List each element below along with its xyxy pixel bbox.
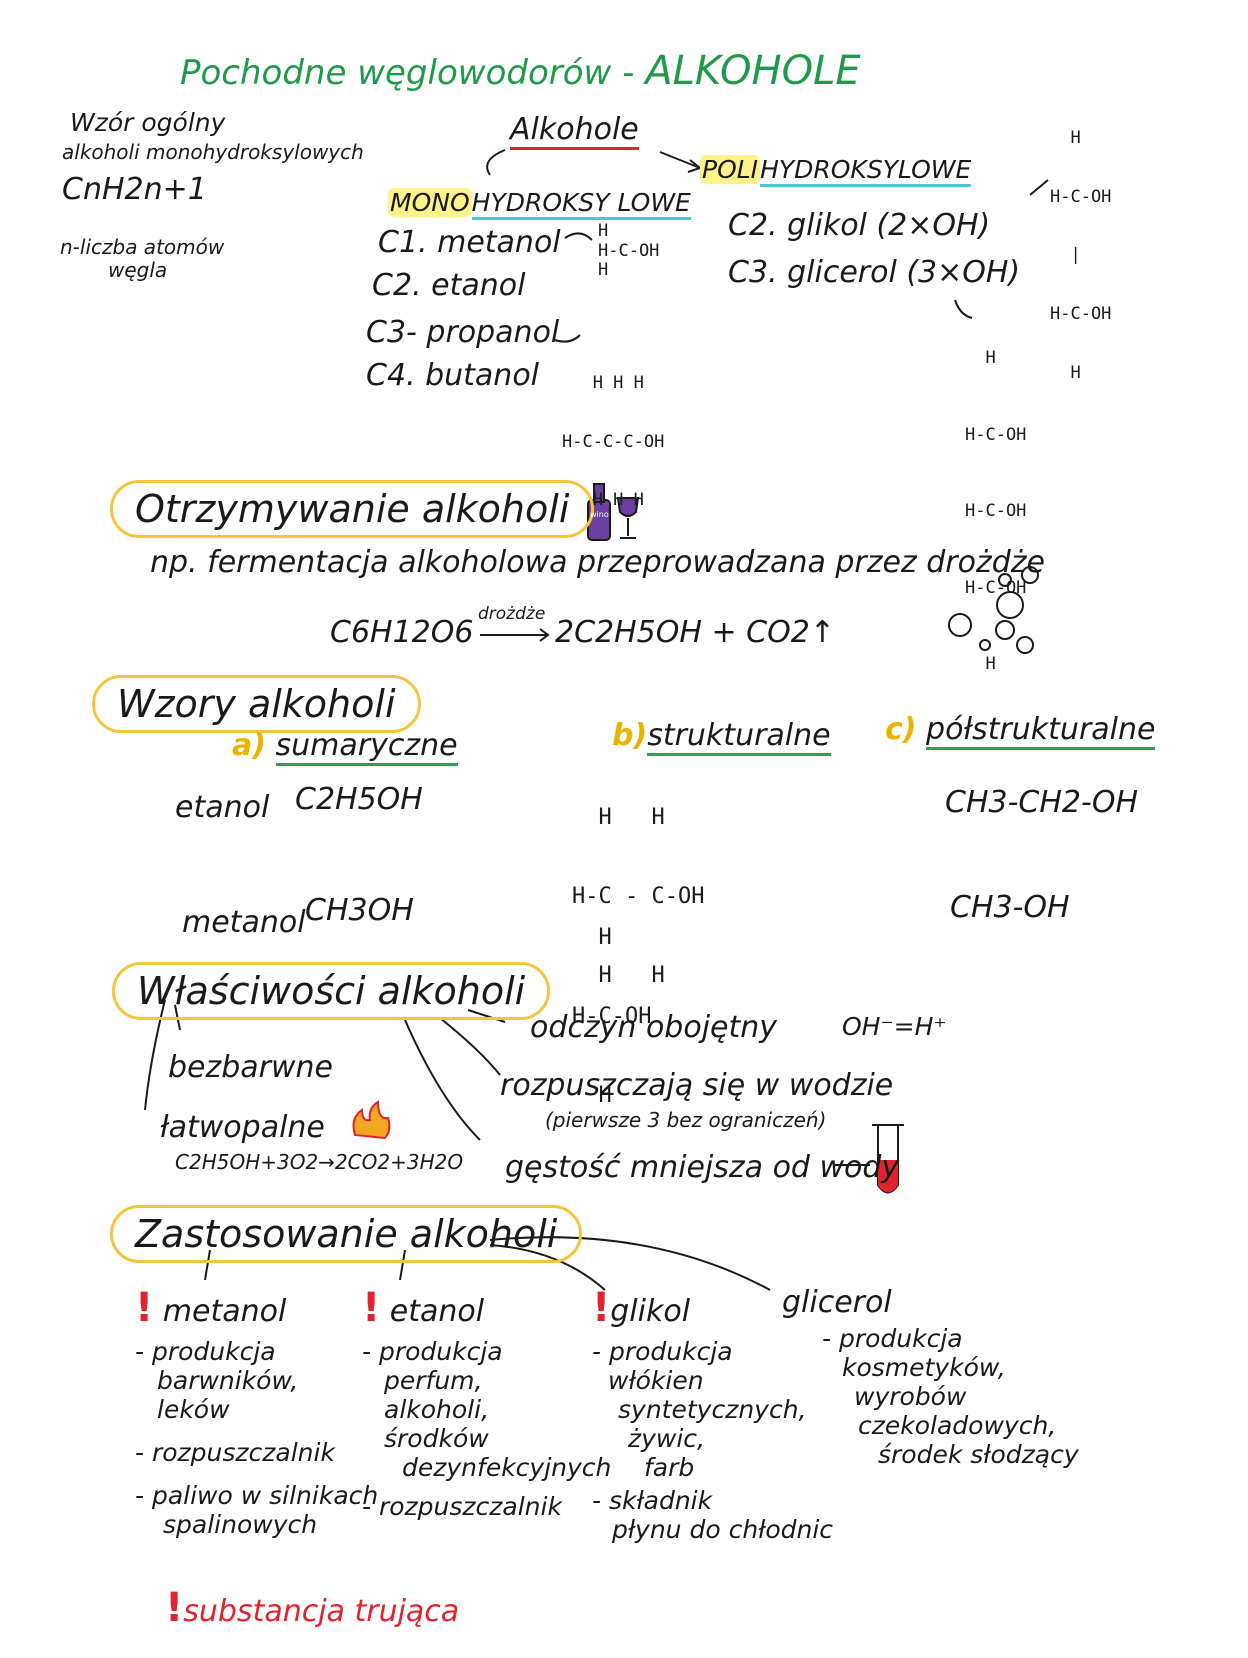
property-flammable: łatwopalne — [160, 1110, 325, 1145]
general-formula-subheading: alkoholi monohydroksylowych — [62, 140, 364, 164]
use-glycerol-name: glicerol — [782, 1285, 892, 1320]
combustion-reaction: C2H5OH+3O2→2CO2+3H2O — [175, 1150, 464, 1174]
wine-bottle-label: wino — [590, 510, 609, 519]
glycerol-structure: H H-C-OH H-C-OH H-C-OH H — [965, 348, 1027, 674]
title-main: ALKOHOLE — [645, 48, 861, 94]
methanol-semi: CH3-OH — [950, 890, 1070, 925]
property-colorless: bezbarwne — [168, 1050, 334, 1085]
mono-item-1: C1. metanol — [378, 225, 561, 260]
mono-label: MONOHYDROKSY LOWE — [388, 188, 691, 220]
butanol-structure: H H H H-C-C-C-OH H H H — [562, 373, 665, 511]
methanol-name: metanol — [182, 905, 306, 940]
formula-type-c: c) półstrukturalne — [885, 712, 1156, 750]
general-formula: CnH2n+1 — [62, 172, 207, 207]
use-column-glycerol: glicerol - produkcja kosmetyków, wyrobów… — [782, 1285, 1079, 1469]
reaction-left: C6H12O6 — [330, 615, 474, 650]
general-formula-heading: Wzór ogólny — [70, 108, 226, 137]
poison-warning: !substancja trująca — [165, 1585, 460, 1631]
properties-heading: Właściwości alkoholi — [112, 962, 551, 1020]
use-column-ethanol: ! etanol - produkcja perfum, alkoholi, ś… — [362, 1285, 612, 1521]
use-glycol-name: glikol — [610, 1294, 691, 1329]
poly-item-1: C2. glikol (2×OH) — [728, 208, 991, 243]
ethanol-semi: CH3-CH2-OH — [945, 785, 1139, 820]
methanol-sum: CH3OH — [305, 893, 414, 928]
general-formula-note-1: n-liczba atomów — [60, 235, 225, 259]
poly-label-highlight: POLI — [700, 155, 761, 184]
poly-label: POLIHYDROKSYLOWE — [700, 155, 972, 187]
property-neutral: odczyn obojętny — [530, 1010, 778, 1045]
ethanol-sum: C2H5OH — [295, 782, 423, 817]
formulas-heading: Wzory alkoholi — [92, 675, 421, 733]
general-formula-note-2: węgla — [108, 258, 168, 282]
mono-item-4: C4. butanol — [366, 358, 540, 393]
use-column-glycol: !glikol - produkcja włókien syntetycznyc… — [592, 1285, 834, 1544]
obtaining-description: np. fermentacja alkoholowa przeprowadzan… — [150, 545, 1045, 580]
fire-icon — [352, 1100, 391, 1140]
ethanol-name: etanol — [175, 790, 270, 825]
reaction-right: 2C2H5OH + CO2↑ — [555, 615, 835, 650]
uses-heading: Zastosowanie alkoholi — [110, 1205, 583, 1263]
methanol-structure: H H-C-OH H — [598, 221, 660, 281]
ethanol-structure: H H H-C - C-OH H H — [572, 804, 705, 989]
title-prefix: Pochodne węglowodorów - — [180, 53, 635, 93]
use-ethanol-name: etanol — [389, 1294, 485, 1329]
mono-label-rest: HYDROKSY LOWE — [471, 188, 691, 220]
poly-item-2: C3. glicerol (3×OH) — [728, 255, 1021, 290]
formula-type-b: b)strukturalne — [612, 718, 831, 756]
methanol-structure-b: H H-C-OH H — [572, 924, 652, 1109]
ion-note: OH⁻=H⁺ — [842, 1012, 947, 1041]
mono-item-3: C3- propanol — [366, 315, 560, 350]
solubility-note: (pierwsze 3 bez ograniczeń) — [545, 1108, 827, 1132]
property-density: gęstość mniejsza od wody — [505, 1150, 900, 1185]
page-title: Pochodne węglowodorów - ALKOHOLE — [180, 48, 861, 94]
glycol-structure: H H-C-OH | H-C-OH H — [1050, 128, 1112, 383]
reaction-catalyst: drożdże — [478, 604, 546, 624]
mono-label-highlight: MONO — [388, 188, 472, 217]
classification-root: Alkohole — [510, 112, 639, 150]
use-column-methanol: ! metanol - produkcja barwników, leków -… — [135, 1285, 379, 1539]
use-methanol-name: metanol — [162, 1294, 287, 1329]
formula-type-a: a) sumaryczne — [232, 728, 458, 766]
obtaining-heading: Otrzymywanie alkoholi — [110, 480, 595, 538]
mono-item-2: C2. etanol — [372, 268, 526, 303]
poly-label-rest: HYDROKSYLOWE — [760, 155, 972, 187]
property-soluble: rozpuszczają się w wodzie — [500, 1068, 894, 1103]
